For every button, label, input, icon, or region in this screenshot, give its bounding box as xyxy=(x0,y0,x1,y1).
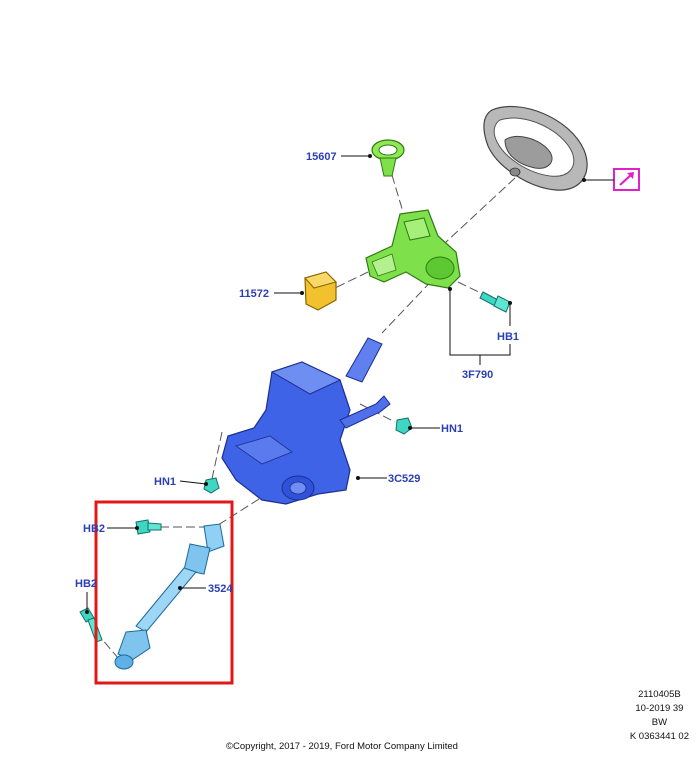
callout-hb2-upper: HB2 xyxy=(83,523,105,535)
callout-15607: 15607 xyxy=(306,151,337,163)
callout-3524: 3524 xyxy=(208,583,233,595)
reference-line-4: K 0363441 02 xyxy=(629,731,689,742)
external-link-icon[interactable] xyxy=(613,168,640,191)
callout-hb1: HB1 xyxy=(497,331,519,343)
ignition-housing xyxy=(365,209,461,289)
callout-11572: 11572 xyxy=(239,288,269,300)
callout-hn1-left: HN1 xyxy=(154,476,176,488)
intermediate-shaft xyxy=(114,523,225,670)
reference-line-3: BW xyxy=(651,717,668,728)
callout-hn1-right: HN1 xyxy=(441,423,463,435)
nut-hn1-left xyxy=(203,477,220,494)
bolt-hb1 xyxy=(479,291,511,313)
lock-cylinder xyxy=(304,271,337,311)
steering-column xyxy=(221,337,391,505)
leader-dots xyxy=(85,154,586,614)
drawing-reference-block: 2110405B 10-2019 39 BW K 0363441 02 xyxy=(630,688,689,744)
copyright-notice: ©Copyright, 2017 - 2019, Ford Motor Comp… xyxy=(226,741,458,752)
callout-hb2-lower: HB2 xyxy=(75,578,97,590)
nut-hn1-right xyxy=(395,417,413,435)
bolt-hb2-upper xyxy=(135,519,162,535)
steering-wheel xyxy=(483,105,588,191)
reference-line-2: 10-2019 39 xyxy=(635,703,684,714)
reference-line-1: 2110405B xyxy=(638,689,681,700)
highlight-box xyxy=(94,500,234,685)
bolt-hb2-lower xyxy=(79,607,103,643)
callout-3f790: 3F790 xyxy=(462,369,493,381)
leader-lines xyxy=(86,155,614,612)
callout-3c529: 3C529 xyxy=(388,473,420,485)
ignition-lock-ring xyxy=(371,139,405,177)
